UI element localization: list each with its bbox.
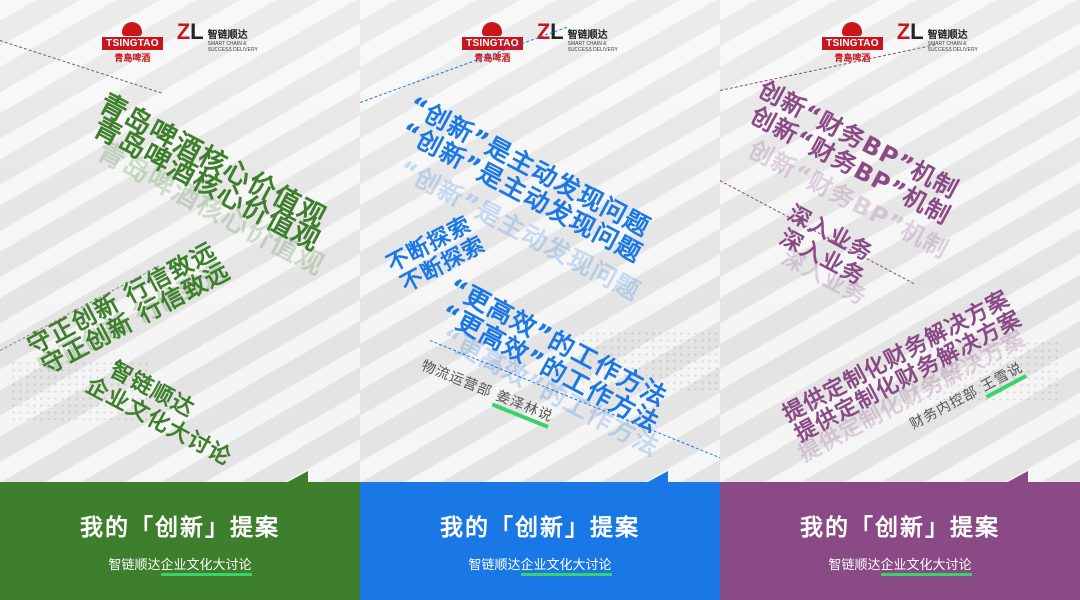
logo-bar: TSINGTAO 青島啤酒 ZL 智链顺达 SMART CHAIN & SUCC…: [720, 19, 1080, 64]
footer-banner: 我的「创新」提案 智链顺达企业文化大讨论: [360, 471, 720, 600]
footer-banner: 我的「创新」提案 智链顺达企业文化大讨论: [720, 471, 1080, 600]
tsingtao-logo: TSINGTAO 青島啤酒: [462, 22, 523, 64]
footer-banner: 我的「创新」提案 智链顺达企业文化大讨论: [0, 471, 360, 600]
poster-panel-blue: TSINGTAO 青島啤酒 ZL 智链顺达 SMART CHAIN & SUCC…: [360, 0, 720, 600]
tsingtao-emblem-icon: [122, 22, 143, 36]
footer-title: 我的「创新」提案: [80, 515, 280, 541]
tsingtao-emblem-icon: [482, 22, 503, 36]
poster-panel-green: TSINGTAO 青島啤酒 ZL 智链顺达 SMART CHAIN & SUCC…: [0, 0, 360, 600]
footer-title: 我的「创新」提案: [800, 515, 1000, 541]
footer-title: 我的「创新」提案: [440, 515, 640, 541]
logo-bar: TSINGTAO 青島啤酒 ZL 智链顺达 SMART CHAIN & SUCC…: [0, 19, 360, 64]
tsingtao-emblem-icon: [842, 22, 863, 36]
dot-pattern: [10, 360, 150, 420]
logo-bar: TSINGTAO 青島啤酒 ZL 智链顺达 SMART CHAIN & SUCC…: [360, 19, 720, 64]
zl-mark: ZL: [896, 19, 924, 44]
zl-logo: ZL 智链顺达 SMART CHAIN & SUCCESS DELIVERY: [176, 19, 258, 54]
dot-pattern: [580, 330, 720, 390]
poster-panel-purple: TSINGTAO 青島啤酒 ZL 智链顺达 SMART CHAIN & SUCC…: [720, 0, 1080, 600]
zl-mark: ZL: [536, 19, 564, 44]
tsingtao-logo: TSINGTAO 青島啤酒: [822, 22, 883, 64]
dot-pattern: [920, 340, 1060, 400]
zl-mark: ZL: [176, 19, 204, 44]
zl-logo: ZL 智链顺达 SMART CHAIN & SUCCESS DELIVERY: [896, 19, 978, 54]
footer-subtitle: 智链顺达企业文化大讨论: [720, 554, 1080, 576]
footer-subtitle: 智链顺达企业文化大讨论: [360, 554, 720, 576]
tsingtao-logo: TSINGTAO 青島啤酒: [102, 22, 163, 64]
footer-subtitle: 智链顺达企业文化大讨论: [0, 554, 360, 576]
zl-logo: ZL 智链顺达 SMART CHAIN & SUCCESS DELIVERY: [536, 19, 618, 54]
